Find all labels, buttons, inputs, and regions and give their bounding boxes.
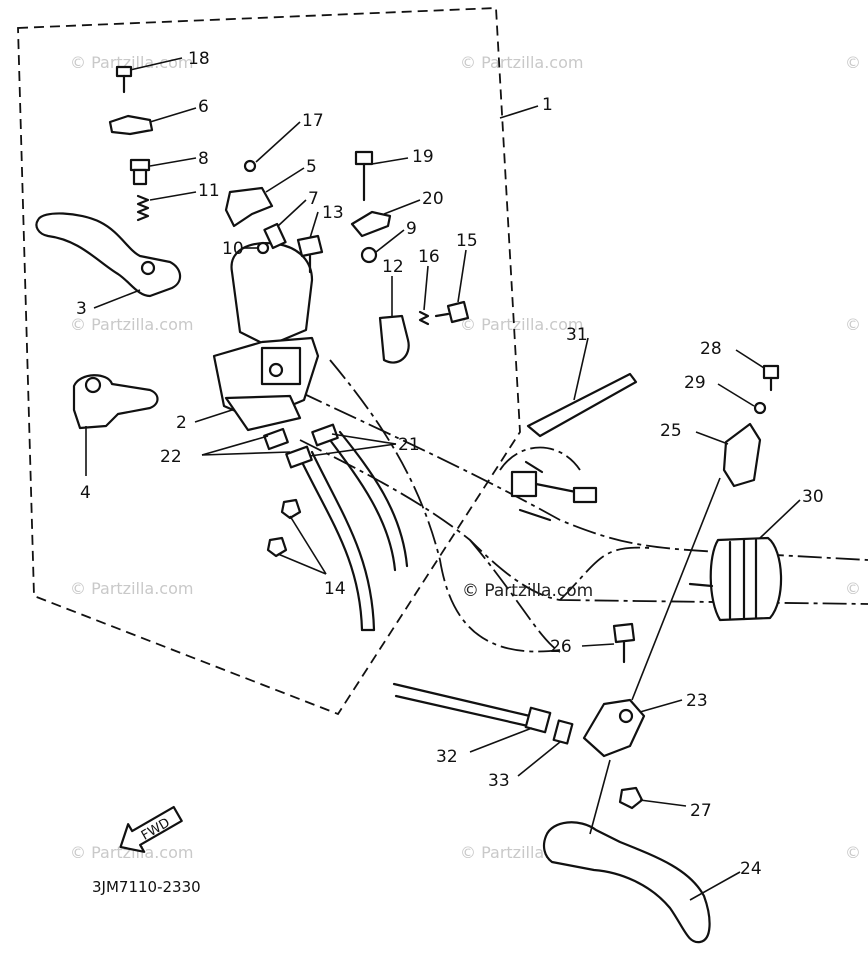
callout-18: 18	[188, 49, 210, 69]
callout-5: 5	[306, 157, 317, 177]
watermark: © Partzilla.com	[70, 843, 193, 862]
callout-7: 7	[308, 189, 319, 209]
watermark-main: © Partzilla.com	[462, 581, 593, 601]
watermark: © Partzilla.com	[460, 53, 583, 72]
callout-8: 8	[198, 149, 209, 169]
part-20	[350, 210, 392, 238]
banjo-fittings-part-21-22	[263, 423, 339, 469]
grip-part-30	[688, 536, 783, 622]
callout-33: 33	[488, 771, 510, 791]
watermark: ©	[845, 579, 861, 598]
watermark: © Partzilla.com	[70, 53, 193, 72]
diagram-code: 3JM7110-2330	[92, 878, 201, 896]
callout-12: 12	[382, 257, 404, 277]
cap-part-5	[224, 186, 274, 228]
clamp-part-25	[722, 422, 762, 488]
adjuster-part-32	[524, 706, 552, 734]
callout-14: 14	[324, 579, 346, 599]
bolt-part-8	[129, 158, 151, 186]
callout-6: 6	[198, 97, 209, 117]
brake-hoses	[298, 430, 409, 632]
watermark: © Partzilla.com	[460, 315, 583, 334]
callout-10: 10	[222, 239, 244, 259]
nuts-part-14	[266, 498, 302, 558]
part-12	[378, 314, 410, 364]
cable-tie-part-31	[526, 372, 638, 438]
bolt-part-15	[434, 300, 470, 324]
callout-22: 22	[160, 447, 182, 467]
spring-part-11	[136, 194, 150, 222]
callout-20: 20	[422, 189, 444, 209]
callout-27: 27	[690, 801, 712, 821]
bolt-part-13	[296, 234, 324, 274]
plate-part-6	[108, 114, 154, 136]
watermark: © Partzilla.com	[70, 579, 193, 598]
master-cylinder-part-2	[212, 242, 320, 432]
clutch-cable	[392, 682, 532, 718]
screw-part-18	[115, 65, 133, 94]
bracket-part-4	[72, 374, 159, 430]
bolt-part-26	[612, 622, 636, 664]
nut-part-27	[618, 786, 644, 810]
part-7	[263, 222, 287, 250]
callout-19: 19	[412, 147, 434, 167]
watermark: © Partzilla.com	[70, 315, 193, 334]
callout-32: 32	[436, 747, 458, 767]
screw-part-28	[762, 364, 780, 392]
leader-lines	[85, 57, 801, 901]
callout-26: 26	[550, 637, 572, 657]
callout-17: 17	[302, 111, 324, 131]
part-9	[360, 246, 378, 264]
watermark: ©	[845, 315, 861, 334]
callout-21: 21	[398, 435, 420, 455]
callout-3: 3	[76, 299, 87, 319]
watermark: ©	[845, 843, 861, 862]
callout-24: 24	[740, 859, 762, 879]
callout-13: 13	[322, 203, 344, 223]
callout-4: 4	[80, 483, 91, 503]
brake-lever-part-3	[35, 212, 182, 298]
callout-30: 30	[802, 487, 824, 507]
part-10	[256, 241, 270, 255]
callout-31: 31	[566, 325, 588, 345]
part-17	[243, 159, 257, 173]
lever-bracket-part-23	[582, 698, 646, 758]
callout-28: 28	[700, 339, 722, 359]
callout-25: 25	[660, 421, 682, 441]
clutch-lever-part-24	[542, 821, 711, 944]
callout-2: 2	[176, 413, 187, 433]
washer-part-29	[753, 401, 767, 415]
callout-1: 1	[542, 95, 553, 115]
callout-29: 29	[684, 373, 706, 393]
callout-9: 9	[406, 219, 417, 239]
callout-23: 23	[686, 691, 708, 711]
callout-15: 15	[456, 231, 478, 251]
brake-switch	[510, 460, 598, 522]
bolt-part-19	[354, 150, 374, 202]
callout-16: 16	[418, 247, 440, 267]
part-16	[418, 310, 430, 326]
callout-11: 11	[198, 181, 220, 201]
callout-labels: 18 6 8 11 17 5 7 13 10 19 20 9 12 16 15 …	[76, 49, 824, 879]
nut-part-33	[552, 719, 574, 745]
watermark: ©	[845, 53, 861, 72]
